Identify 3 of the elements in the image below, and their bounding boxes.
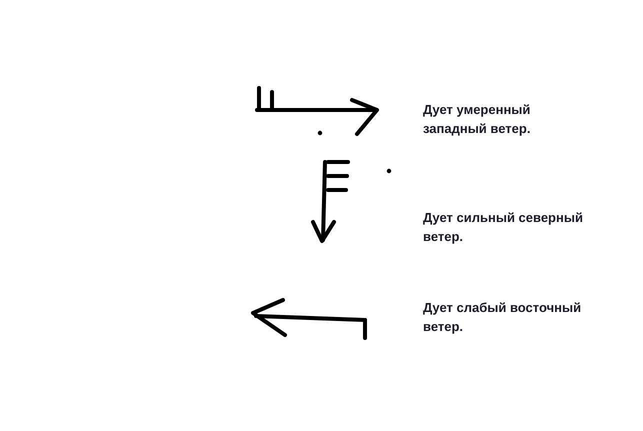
wind-description: Дует слабый восточный ветер. [423, 299, 582, 336]
wind-description: Дует умеренный западный ветер. [423, 101, 532, 138]
wind-description: Дует сильный северный ветер. [423, 209, 583, 246]
